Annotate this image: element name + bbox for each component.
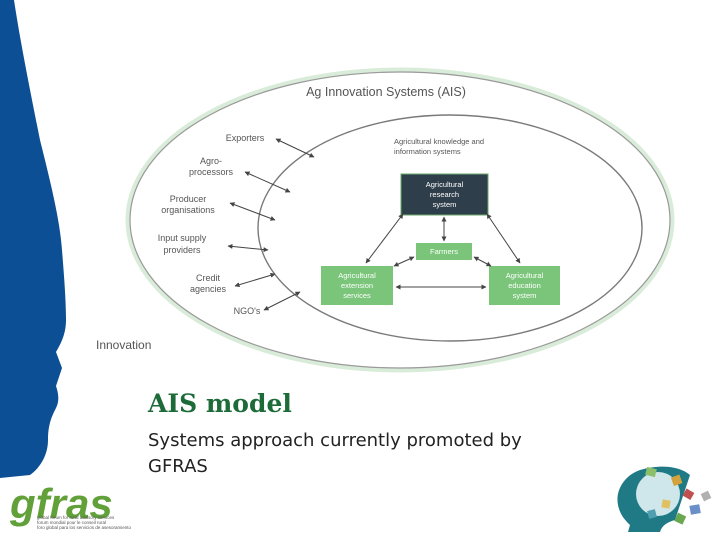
education-system-box: [489, 266, 560, 305]
arrow-input-supply: [227, 243, 269, 253]
farmers-label: Farmers: [430, 247, 458, 256]
actor-credit-2: agencies: [190, 284, 227, 294]
arrow-credit: [234, 272, 276, 288]
inner-title-line1: Agricultural knowledge and: [394, 137, 484, 146]
gfras-tagline-2: forum mondial pour le conseil rural: [37, 520, 106, 525]
actor-agro-processors-1: Agro-: [200, 156, 222, 166]
actor-exporters: Exporters: [226, 133, 265, 143]
research-system-box: [400, 173, 489, 216]
actor-agro-processors-2: processors: [189, 167, 234, 177]
arrow-exporters: [275, 138, 315, 158]
education-box-line3: system: [513, 291, 537, 300]
education-box-line1: Agricultural: [506, 271, 544, 280]
arrow-research-extension: [365, 213, 404, 264]
blue-profile-shape: [0, 0, 66, 478]
extension-box-line3: services: [343, 291, 371, 300]
arrow-research-education: [486, 213, 521, 264]
arrow-farmers-education: [473, 256, 492, 267]
arrow-farmers-extension: [393, 256, 415, 267]
outer-title: Ag Innovation Systems (AIS): [306, 85, 466, 99]
research-box-line1: Agricultural: [426, 180, 464, 189]
slide-subtitle-line1: Systems approach currently promoted by: [148, 430, 522, 451]
gfras-tagline-3: foro global para los servicios de asesor…: [37, 525, 132, 530]
puzzle-globe-icon: [617, 466, 712, 532]
actor-credit-1: Credit: [196, 273, 221, 283]
extension-services-box: [321, 266, 393, 305]
actor-producer-2: organisations: [161, 205, 215, 215]
outer-ellipse: [129, 71, 671, 369]
extension-box-line1: Agricultural: [338, 271, 376, 280]
slide-title: AIS model: [148, 389, 292, 418]
actor-input-supply-1: Input supply: [158, 233, 207, 243]
inner-ellipse: [257, 114, 643, 342]
gfras-tagline-1: global forum for rural advisory services: [37, 515, 115, 520]
inner-title-line2: information systems: [394, 147, 461, 156]
research-box-line2: research: [430, 190, 459, 199]
arrow-producer: [229, 202, 276, 221]
gfras-logo: gfras global forum for rural advisory se…: [9, 480, 132, 530]
gfras-logo-wordmark: gfras: [9, 480, 113, 527]
arrow-agro-processors: [244, 171, 291, 193]
slide-subtitle: Systems approach currently promoted by G…: [148, 428, 588, 480]
slide-subtitle-line2: GFRAS: [148, 456, 208, 477]
actor-producer-1: Producer: [170, 194, 207, 204]
research-box-line3: system: [433, 200, 457, 209]
actor-ngos: NGO's: [234, 306, 261, 316]
actor-input-supply-2: providers: [163, 245, 201, 255]
innovation-label: Innovation: [96, 338, 151, 352]
farmers-box: [416, 243, 472, 260]
education-box-line2: education: [508, 281, 541, 290]
actor-arrows: [227, 138, 315, 311]
extension-box-line2: extension: [341, 281, 373, 290]
box-arrows: [365, 213, 521, 290]
arrow-ngos: [263, 291, 301, 311]
outer-ellipse-glow: [125, 67, 675, 373]
